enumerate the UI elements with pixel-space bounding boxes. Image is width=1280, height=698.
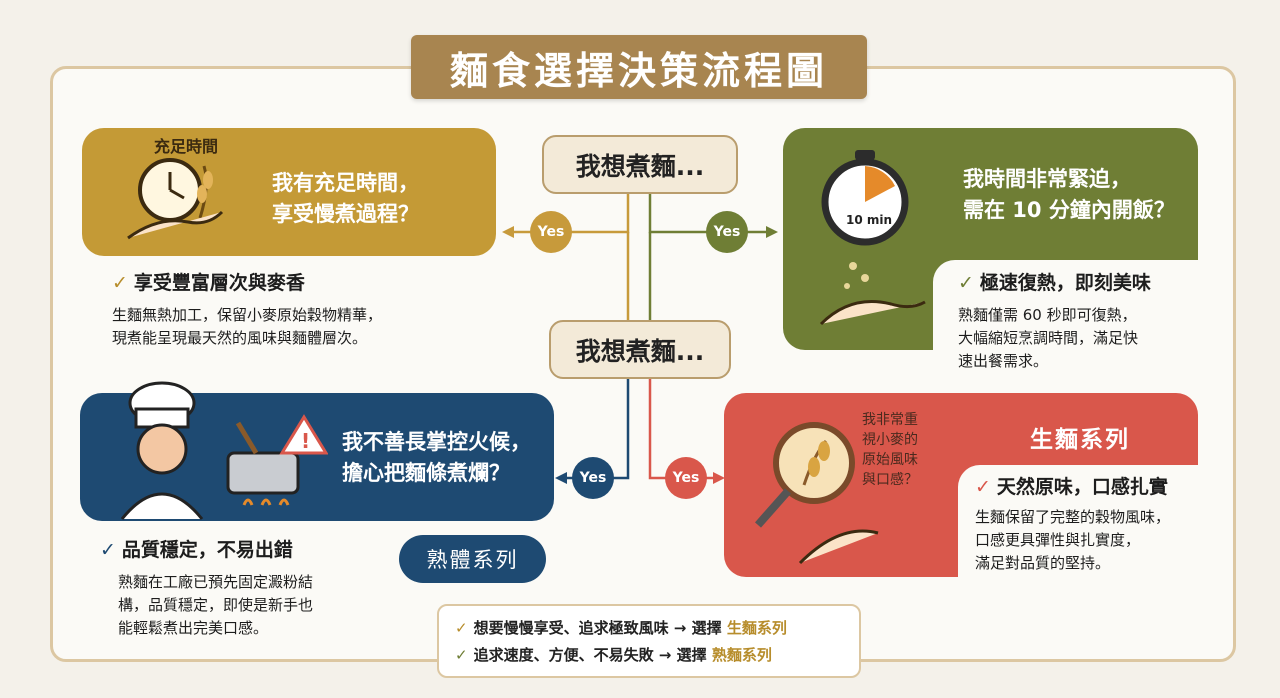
start-node-top: 我想煮麵... — [542, 135, 738, 194]
noodle-hand-icon — [819, 262, 926, 326]
yes-badge-bottom-left: Yes — [572, 457, 614, 499]
clock-hand-icon: 充足時間 — [127, 137, 224, 240]
pot-warning-icon: ! — [226, 414, 328, 506]
skill-card: ! 我不善長掌控火候， 擔心把麵條煮爛？ — [80, 381, 554, 521]
check-icon: ✓ — [100, 539, 116, 561]
skill-question: 我不善長掌控火候， 擔心把麵條煮爛？ — [342, 430, 531, 485]
check-icon: ✓ — [975, 476, 991, 498]
card-notch — [933, 260, 1203, 355]
yes-badge-right: Yes — [706, 211, 748, 253]
summary-row: ✓追求速度、方便、不易失敗 → 選擇 熟麵系列 — [455, 646, 772, 664]
yes-badge-bottom-right: Yes — [665, 457, 707, 499]
check-icon: ✓ — [112, 272, 128, 294]
flavor-benefit: ✓天然原味，口感扎實 生麵保留了完整的穀物風味， 口感更具彈性與扎實度， 滿足對… — [975, 476, 1171, 572]
start-node-middle: 我想煮麵... — [549, 320, 731, 379]
raw-series-label: 生麵系列 — [1030, 427, 1130, 453]
time-rich-card: 充足時間 我有充足時間， 享受慢煮過程？ — [82, 128, 496, 256]
timer-label: 10 min — [846, 213, 892, 227]
time-rich-question: 我有充足時間， 享受慢煮過程？ — [272, 171, 419, 226]
time-tight-card: 10 min 我時間非常緊迫， 需在 10 分鐘內開飯？ — [783, 128, 1203, 355]
badge-text: 充足時間 — [154, 137, 218, 156]
flavor-card — [724, 393, 1203, 583]
cooked-series-label: 熟體系列 — [399, 535, 546, 583]
skill-benefit: ✓品質穩定，不易出錯 熟麵在工廠已預先固定澱粉結 構，品質穩定，即使是新手也 能… — [100, 539, 314, 637]
chef-icon — [120, 381, 204, 520]
time-rich-benefit: ✓享受豐富層次與麥香 生麵無熱加工，保留小麥原始穀物精華， 現煮能呈現最天然的風… — [112, 272, 383, 347]
check-icon: ✓ — [455, 646, 468, 664]
card-notch — [958, 465, 1203, 583]
summary-row: ✓想要慢慢享受、追求極致風味 → 選擇 生麵系列 — [455, 619, 787, 637]
time-tight-benefit: ✓極速復熱，即刻美味 熟麵僅需 60 秒即可復熱， 大幅縮短烹調時間，滿足快 速… — [958, 272, 1151, 370]
summary-box: ✓想要慢慢享受、追求極致風味 → 選擇 生麵系列 ✓追求速度、方便、不易失敗 →… — [437, 604, 861, 678]
page-title: 麵食選擇決策流程圖 — [411, 35, 867, 99]
check-icon: ✓ — [455, 619, 468, 637]
magnifier-wheat-icon — [755, 422, 879, 565]
time-tight-question: 我時間非常緊迫， 需在 10 分鐘內開飯？ — [963, 167, 1175, 222]
flavor-question: 我非常重 視小麥的 原始風味 與口感？ — [862, 412, 918, 488]
svg-text:!: ! — [301, 429, 310, 453]
yes-badge-left: Yes — [530, 211, 572, 253]
check-icon: ✓ — [958, 272, 974, 294]
stopwatch-icon: 10 min — [821, 150, 909, 246]
